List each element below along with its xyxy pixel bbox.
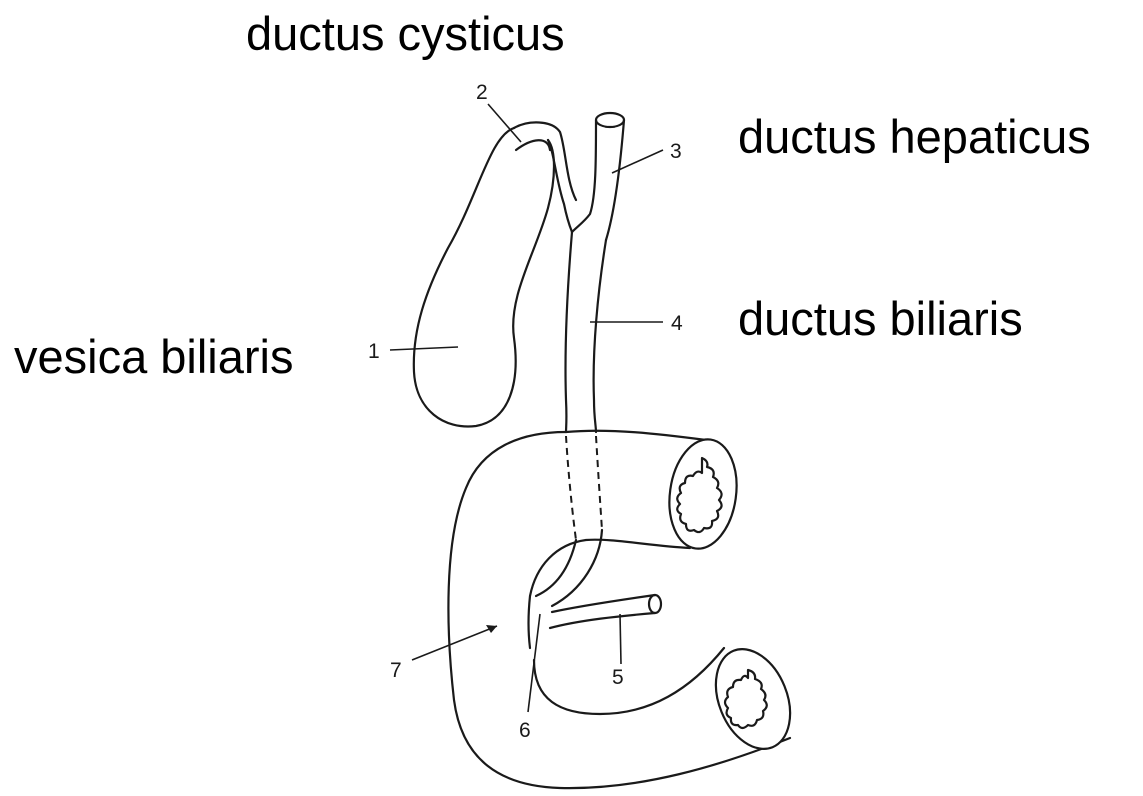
- common-bile-duct: [536, 232, 606, 606]
- marker-5: 5: [612, 666, 624, 689]
- leader-5: [620, 614, 621, 664]
- gallbladder: [414, 128, 554, 427]
- marker-4: 4: [671, 312, 683, 335]
- marker-1: 1: [368, 340, 380, 363]
- leader-7: [412, 626, 497, 660]
- hepatic-duct: [572, 113, 624, 240]
- leader-6: [528, 614, 540, 712]
- leader-2: [488, 104, 521, 142]
- marker-2: 2: [476, 81, 488, 104]
- marker-7: 7: [390, 659, 402, 682]
- number-markers: 2 3 4 1 5 6 7: [368, 81, 683, 742]
- marker-3: 3: [670, 140, 682, 163]
- marker-6: 6: [519, 719, 531, 742]
- pancreatic-duct: [550, 595, 661, 628]
- leader-1: [390, 347, 458, 350]
- duodenum: [448, 431, 804, 788]
